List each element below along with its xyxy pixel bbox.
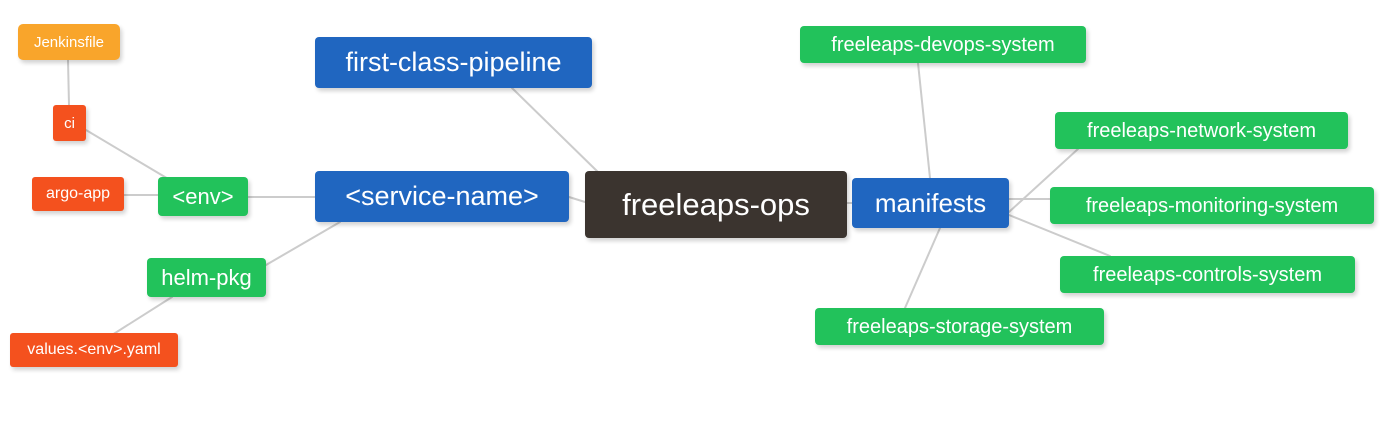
node-label: values.<env>.yaml [27, 341, 161, 358]
node-freeleaps-ops[interactable]: freeleaps-ops [585, 171, 847, 238]
node-helm-pkg[interactable]: helm-pkg [147, 258, 266, 297]
edge-helm-pkg-to-values-yaml [111, 296, 173, 336]
node-label: helm-pkg [161, 264, 252, 290]
node-label: freeleaps-controls-system [1093, 263, 1322, 286]
node-label: freeleaps-network-system [1087, 119, 1316, 142]
node-label: first-class-pipeline [345, 47, 562, 77]
node-label: Jenkinsfile [33, 33, 105, 51]
node-label: manifests [874, 188, 987, 218]
node-service-name[interactable]: <service-name> [315, 171, 569, 222]
node-label: <env> [172, 183, 234, 209]
node-freeleaps-network-system[interactable]: freeleaps-network-system [1055, 112, 1348, 149]
node-argo-app[interactable]: argo-app [32, 177, 124, 211]
node-freeleaps-devops-system[interactable]: freeleaps-devops-system [800, 26, 1086, 63]
node-values-yaml[interactable]: values.<env>.yaml [10, 333, 178, 367]
node-manifests[interactable]: manifests [852, 178, 1009, 228]
node-jenkinsfile[interactable]: Jenkinsfile [18, 24, 120, 60]
node-label: argo-app [45, 185, 111, 202]
edge-manifests-to-freeleaps-storage-system [904, 227, 941, 309]
node-label: ci [64, 114, 75, 132]
edge-ci-to-jenkinsfile [67, 59, 70, 106]
edge-freeleaps-ops-to-first-class-pipeline [511, 87, 601, 175]
node-freeleaps-storage-system[interactable]: freeleaps-storage-system [815, 308, 1104, 345]
node-label: <service-name> [345, 181, 539, 211]
node-ci[interactable]: ci [53, 105, 86, 141]
node-env[interactable]: <env> [158, 177, 248, 216]
edge-service-name-to-helm-pkg [265, 221, 341, 266]
node-label: freeleaps-devops-system [831, 33, 1055, 56]
node-label: freeleaps-monitoring-system [1085, 194, 1339, 217]
node-freeleaps-monitoring-system[interactable]: freeleaps-monitoring-system [1050, 187, 1374, 224]
node-first-class-pipeline[interactable]: first-class-pipeline [315, 37, 592, 88]
edge-freeleaps-ops-to-service-name [568, 196, 586, 203]
edge-env-to-ci [85, 129, 171, 181]
node-label: freeleaps-storage-system [846, 315, 1073, 338]
node-label: freeleaps-ops [622, 187, 810, 222]
edge-manifests-to-freeleaps-devops-system [917, 62, 931, 179]
node-freeleaps-controls-system[interactable]: freeleaps-controls-system [1060, 256, 1355, 293]
